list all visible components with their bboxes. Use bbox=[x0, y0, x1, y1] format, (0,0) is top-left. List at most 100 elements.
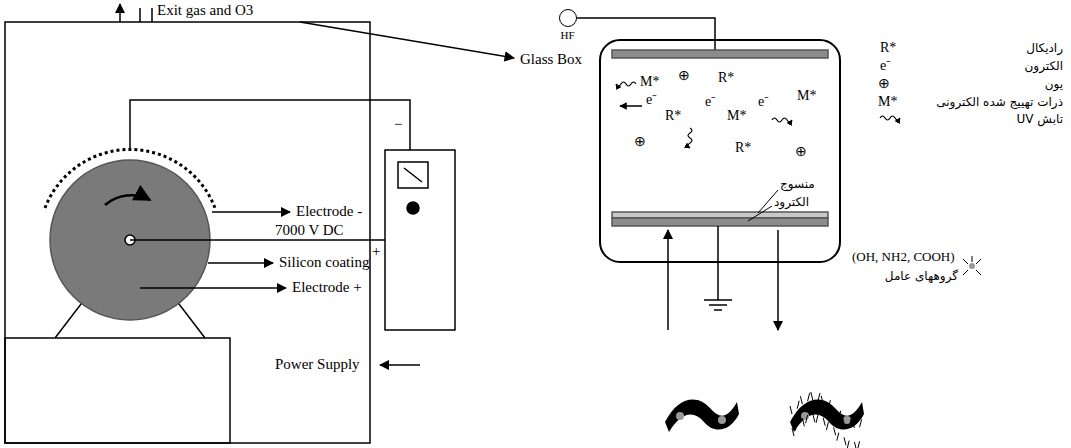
gas-label: Exit gas and O3 bbox=[157, 2, 253, 19]
legend-text: الکترون bbox=[1025, 60, 1063, 74]
part-label: منسوج bbox=[780, 178, 815, 192]
species-symbol: R* bbox=[718, 70, 734, 86]
part-label: Silicon coating bbox=[279, 254, 369, 271]
leader-line bbox=[300, 22, 514, 58]
species-symbol: R* bbox=[665, 108, 681, 124]
top-electrode bbox=[612, 50, 828, 58]
chemical-groups: (OH, NH2, COOH) bbox=[852, 250, 955, 265]
functional-group-spike bbox=[858, 441, 860, 448]
functional-group-spike bbox=[806, 415, 808, 423]
species-symbol: M* bbox=[640, 74, 659, 90]
functional-group-spike bbox=[860, 419, 862, 427]
legend-text: رادیکال bbox=[1026, 42, 1063, 56]
ozone-apparatus bbox=[5, 4, 514, 443]
functional-group-spike bbox=[852, 420, 854, 428]
power-supply-box bbox=[385, 150, 455, 330]
functional-group-spike bbox=[818, 393, 820, 401]
gas-out-arrow bbox=[777, 230, 779, 330]
fabric-samples bbox=[665, 392, 864, 448]
functional-group-spike bbox=[823, 418, 825, 426]
functional-group-spike bbox=[821, 396, 823, 404]
electron-arrow bbox=[620, 105, 642, 107]
leader-line bbox=[212, 211, 290, 213]
species-symbol: e⁻ bbox=[758, 94, 769, 110]
functional-group-spike bbox=[792, 428, 794, 436]
leader-line bbox=[208, 262, 273, 264]
species-symbol: ⊕ bbox=[795, 144, 807, 160]
functional-group-spike bbox=[797, 401, 799, 409]
rotation-arrow bbox=[105, 195, 150, 205]
functional-group-spike bbox=[800, 396, 802, 404]
legend-text: ذرات تهییج شده الکترونی bbox=[936, 96, 1063, 110]
species-symbol: ⊕ bbox=[634, 134, 646, 150]
legend-text: یون bbox=[1045, 78, 1063, 92]
fabric-pore bbox=[676, 412, 684, 420]
node-label: HF bbox=[560, 29, 574, 42]
species-symbol: M* bbox=[797, 88, 816, 104]
legend-symbol: M* bbox=[878, 94, 897, 110]
legend-symbol: e⁻ bbox=[880, 58, 891, 74]
meter bbox=[398, 162, 428, 188]
functional-group-spike bbox=[795, 423, 797, 431]
functional-group-spike bbox=[790, 406, 792, 414]
functional-group-spike bbox=[837, 433, 839, 441]
functional-group-spike bbox=[849, 419, 851, 427]
negative-electrode-arc bbox=[45, 149, 215, 208]
fabric-layer bbox=[612, 212, 828, 218]
polarity-sign: − bbox=[394, 116, 402, 133]
functional-group-spike bbox=[847, 441, 849, 448]
part-label: Electrode + bbox=[292, 279, 362, 296]
functional-group-spike bbox=[844, 437, 846, 445]
species-symbol: M* bbox=[727, 108, 746, 124]
untreated-fabric bbox=[665, 399, 739, 432]
fabric-pore bbox=[718, 416, 726, 424]
functional-group-spike bbox=[808, 393, 810, 401]
part-label: Power Supply bbox=[275, 356, 360, 373]
chamber-wall bbox=[600, 40, 840, 262]
hf-circle-frame bbox=[559, 9, 577, 27]
leader-line bbox=[140, 287, 286, 289]
uv-wave bbox=[616, 82, 636, 86]
plasma-chamber bbox=[559, 9, 981, 330]
hf-generator: HF bbox=[559, 9, 577, 27]
part-label: الکترود bbox=[774, 196, 809, 210]
meter-needle bbox=[404, 168, 422, 182]
ground bbox=[704, 226, 732, 310]
leader-line bbox=[748, 206, 772, 221]
exit-tube bbox=[140, 8, 152, 22]
stand-base bbox=[5, 338, 230, 443]
hf-wire bbox=[577, 18, 715, 50]
species-symbol: R* bbox=[735, 140, 751, 156]
bottom-electrode bbox=[612, 218, 828, 226]
positive-wire bbox=[130, 239, 385, 241]
legend-text: تابش UV bbox=[1017, 113, 1063, 127]
part-label: Glass Box bbox=[520, 51, 582, 68]
legend-symbol: R* bbox=[880, 40, 896, 56]
functional-group-spike bbox=[854, 442, 856, 448]
treated-fabric bbox=[790, 399, 864, 432]
glass-box-outline bbox=[5, 22, 370, 443]
voltage-label: 7000 V DC bbox=[275, 222, 344, 239]
exit-arrow bbox=[119, 4, 121, 22]
uv-wave bbox=[772, 118, 792, 122]
functional-group-spike bbox=[802, 418, 804, 426]
legend-symbol: ⊕ bbox=[878, 76, 890, 92]
functional-group-spike bbox=[834, 427, 836, 435]
functional-group-spike bbox=[811, 392, 813, 400]
gas-in-arrow bbox=[667, 230, 669, 330]
functional-group-spike bbox=[813, 414, 815, 422]
negative-wire bbox=[130, 100, 410, 150]
polarity-sign: + bbox=[372, 243, 380, 260]
functional-group-spike bbox=[842, 415, 844, 423]
leader-line bbox=[380, 364, 420, 366]
functional-group-symbol bbox=[963, 256, 981, 275]
uv-legend-sample bbox=[880, 116, 900, 120]
functional-group-spike bbox=[839, 411, 841, 419]
part-label: Electrode - bbox=[296, 203, 362, 220]
species-symbol: e⁻ bbox=[705, 94, 716, 110]
functional-group-spike bbox=[816, 415, 818, 423]
switch-knob bbox=[407, 202, 419, 214]
functional-group-spike bbox=[826, 422, 828, 430]
